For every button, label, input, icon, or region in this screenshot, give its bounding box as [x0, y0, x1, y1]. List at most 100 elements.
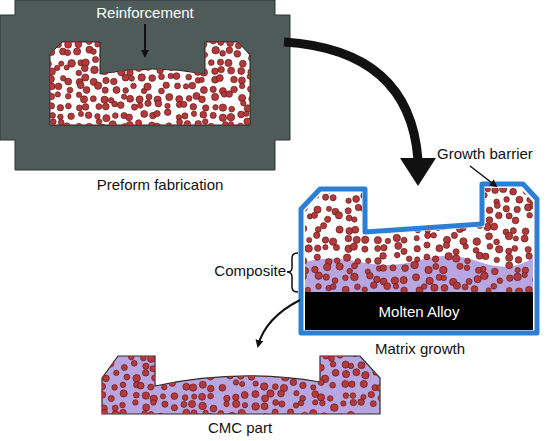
reinforcement-particle — [313, 365, 319, 371]
reinforcement-particle — [170, 371, 177, 378]
reinforcement-particle — [394, 193, 400, 199]
reinforcement-particle — [344, 182, 349, 187]
reinforcement-particle — [375, 258, 382, 265]
reinforcement-particle — [536, 234, 543, 241]
reinforcement-particle — [535, 227, 541, 233]
reinforcement-particle — [198, 57, 205, 64]
reinforcement-particle — [90, 96, 96, 102]
reinforcement-particle — [65, 78, 72, 85]
process-label: Reinforcement — [96, 4, 194, 22]
reinforcement-particle — [302, 268, 308, 274]
reinforcement-particle — [386, 213, 393, 220]
reinforcement-particle — [474, 276, 481, 283]
reinforcement-particle — [158, 362, 166, 370]
reinforcement-particle — [332, 278, 338, 284]
reinforcement-particle — [491, 283, 497, 289]
reinforcement-particle — [350, 393, 356, 399]
reinforcement-particle — [431, 284, 438, 291]
reinforcement-particle — [189, 351, 196, 358]
reinforcement-particle — [80, 96, 87, 103]
reinforcement-particle — [136, 96, 143, 103]
reinforcement-particle — [366, 258, 371, 263]
reinforcement-particle — [313, 193, 319, 199]
reinforcement-particle — [361, 206, 366, 211]
reinforcement-particle — [425, 218, 432, 225]
reinforcement-particle — [117, 102, 124, 109]
reinforcement-particle — [103, 77, 109, 83]
reinforcement-particle — [436, 245, 443, 252]
reinforcement-particle — [68, 113, 75, 120]
reinforcement-particle — [233, 394, 239, 400]
reinforcement-particle — [112, 385, 118, 391]
reinforcement-particle — [536, 257, 542, 263]
reinforcement-particle — [350, 182, 356, 188]
reinforcement-particle — [330, 284, 336, 290]
reinforcement-particle — [362, 236, 369, 243]
reinforcement-particle — [238, 77, 245, 84]
reinforcement-particle — [377, 384, 384, 391]
reinforcement-particle — [263, 414, 269, 420]
reinforcement-particle — [491, 223, 498, 230]
reinforcement-particle — [314, 254, 320, 260]
reinforcement-particle — [506, 248, 512, 254]
reinforcement-particle — [100, 392, 106, 398]
reinforcement-particle — [500, 185, 507, 192]
reinforcement-particle — [81, 65, 88, 72]
reinforcement-particle — [381, 414, 387, 420]
reinforcement-particle — [162, 401, 168, 407]
reinforcement-particle — [454, 207, 460, 213]
reinforcement-particle — [121, 365, 127, 371]
reinforcement-particle — [127, 95, 134, 102]
reinforcement-particle — [190, 104, 197, 111]
reinforcement-particle — [272, 349, 279, 356]
reinforcement-particle — [284, 355, 290, 361]
reinforcement-particle — [173, 52, 179, 58]
reinforcement-particle — [416, 206, 423, 213]
reinforcement-particle — [55, 65, 60, 70]
reinforcement-particle — [133, 415, 140, 422]
reinforcement-particle — [111, 78, 118, 85]
reinforcement-particle — [313, 370, 319, 376]
reinforcement-particle — [129, 354, 135, 360]
reinforcement-particle — [375, 246, 381, 252]
growth-barrier — [301, 184, 537, 333]
reinforcement-particle — [173, 56, 180, 63]
reinforcement-particle — [137, 382, 144, 389]
reinforcement-particle — [370, 194, 377, 201]
reinforcement-particle — [358, 362, 365, 369]
reinforcement-particle — [396, 183, 402, 189]
reinforcement-particle — [248, 86, 254, 92]
reinforcement-particle — [58, 114, 64, 120]
reinforcement-particle — [45, 43, 51, 49]
reinforcement-particle — [165, 103, 170, 108]
reinforcement-particle — [204, 371, 210, 377]
reinforcement-particle — [186, 74, 192, 80]
reinforcement-particle — [219, 104, 226, 111]
flow-arrow — [284, 42, 418, 160]
reinforcement-particle — [133, 392, 139, 398]
reinforcement-particle — [202, 119, 208, 125]
reinforcement-particle — [280, 414, 288, 422]
reinforcement-particle — [451, 215, 458, 222]
reinforcement-particle — [313, 400, 318, 405]
reinforcement-particle — [460, 202, 467, 209]
reinforcement-particle — [154, 110, 160, 116]
reinforcement-particle — [244, 105, 251, 112]
reinforcement-particle — [218, 39, 224, 45]
reinforcement-particle — [220, 50, 226, 56]
reinforcement-particle — [515, 268, 520, 273]
reinforcement-particle — [148, 355, 155, 362]
reinforcement-particle — [362, 217, 367, 222]
reinforcement-particle — [415, 228, 420, 233]
reinforcement-particle — [279, 363, 285, 369]
reinforcement-particle — [199, 393, 206, 400]
reinforcement-particle — [208, 123, 214, 129]
reinforcement-particle — [367, 273, 374, 280]
reinforcement-particle — [145, 100, 151, 106]
reinforcement-particle — [300, 273, 307, 280]
reinforcement-particle — [325, 216, 331, 222]
reinforcement-particle — [405, 205, 412, 212]
reinforcement-particle — [337, 353, 343, 359]
reinforcement-particle — [348, 363, 353, 368]
reinforcement-particle — [327, 396, 333, 402]
